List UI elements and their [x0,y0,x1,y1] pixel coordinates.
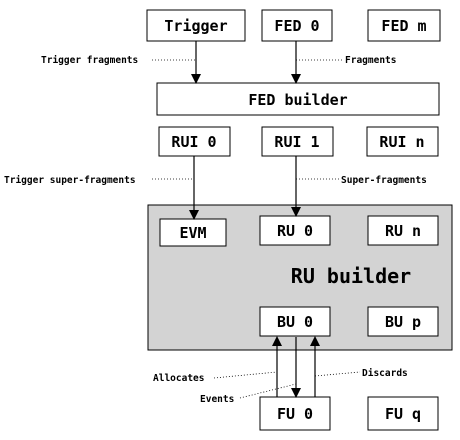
fed-builder-label: FED builder [248,91,347,109]
rui-0-node: RUI 0 [158,126,231,157]
fed-m-label: FED m [381,17,426,35]
fed-0-node: FED 0 [261,9,333,42]
super-fragments-annotation: Super-fragments [341,175,427,186]
discards-annotation: Discards [362,368,408,379]
trigger-fragments-annotation: Trigger fragments [41,55,138,66]
rui-0-label: RUI 0 [171,133,216,151]
evm-node: EVM [159,218,227,247]
fed-builder-node: FED builder [156,82,440,116]
ru-0-label: RU 0 [277,222,313,240]
evm-label: EVM [179,224,206,242]
ru-builder-label: RU builder [291,264,411,288]
rui-n-node: RUI n [366,126,439,157]
fu-q-node: FU q [367,396,439,431]
fu-0-label: FU 0 [277,405,313,423]
fragments-annotation: Fragments [345,55,396,66]
ru-0-node: RU 0 [259,215,331,246]
allocates-annotation: Allocates [153,373,204,384]
bu-0-node: BU 0 [259,306,331,337]
ru-n-node: RU n [367,215,439,246]
discards-leader [314,371,361,377]
rui-n-label: RUI n [379,133,424,151]
rui-1-node: RUI 1 [261,126,334,157]
ru-n-label: RU n [385,222,421,240]
fed-0-label: FED 0 [274,17,319,35]
fu-q-label: FU q [385,405,421,423]
bu-0-label: BU 0 [277,313,313,331]
trigger-node: Trigger [146,9,246,42]
trigger-label: Trigger [164,17,227,35]
rui-1-label: RUI 1 [274,133,319,151]
trigger-super-fragments-annotation: Trigger super-fragments [4,175,136,186]
fed-m-node: FED m [367,9,441,42]
fu-0-node: FU 0 [259,396,331,431]
bu-p-node: BU p [367,306,439,337]
bu-p-label: BU p [385,313,421,331]
events-leader [239,383,297,399]
allocates-leader [213,371,278,379]
events-annotation: Events [200,394,234,405]
